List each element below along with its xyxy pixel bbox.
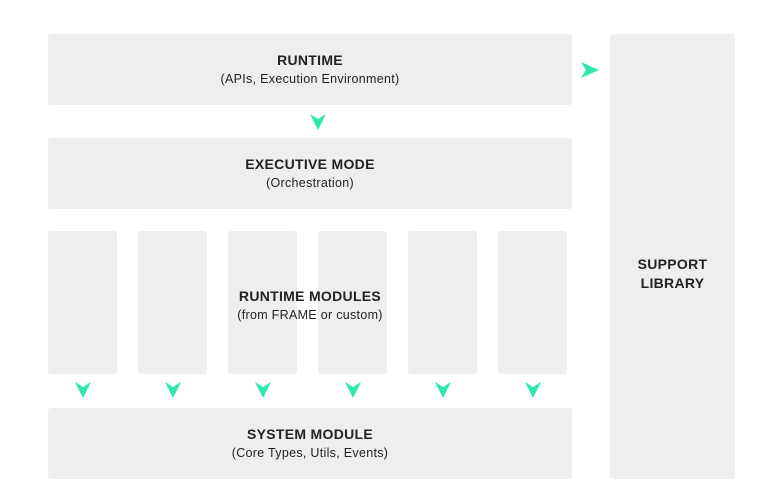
runtime-box: RUNTIME (APIs, Execution Environment) [48,34,572,105]
support-library-box: SUPPORT LIBRARY [610,34,735,479]
runtime-title: RUNTIME [277,52,343,68]
arrow-down-icon [345,382,361,398]
runtime-modules-subtitle: (from FRAME or custom) [237,308,383,322]
runtime-module-column [408,231,477,374]
system-module-title: SYSTEM MODULE [246,426,374,442]
arrow-down-icon [310,114,326,130]
support-library-title-line2: LIBRARY [640,275,705,291]
arrow-down-icon [75,382,91,398]
runtime-module-column [228,231,297,374]
executive-mode-title: EXECUTIVE MODE [245,156,375,172]
executive-mode-subtitle: (Orchestration) [266,176,354,190]
runtime-modules-label: RUNTIME MODULES (from FRAME or custom) [48,287,572,324]
runtime-module-column [318,231,387,374]
runtime-module-column [138,231,207,374]
arrow-down-icon [525,382,541,398]
system-module-box: SYSTEM MODULE (Core Types, Utils, Events… [48,408,572,479]
system-module-subtitle: (Core Types, Utils, Events) [231,446,389,460]
arrow-down-icon [165,382,181,398]
runtime-modules-title: RUNTIME MODULES [238,288,382,304]
runtime-module-column [48,231,117,374]
arrow-down-icon [255,382,271,398]
arrow-down-icon [435,382,451,398]
support-library-title-line1: SUPPORT [637,256,708,272]
arrow-right-icon [581,62,599,78]
executive-mode-box: EXECUTIVE MODE (Orchestration) [48,138,572,209]
runtime-module-column [498,231,567,374]
runtime-subtitle: (APIs, Execution Environment) [220,72,400,86]
